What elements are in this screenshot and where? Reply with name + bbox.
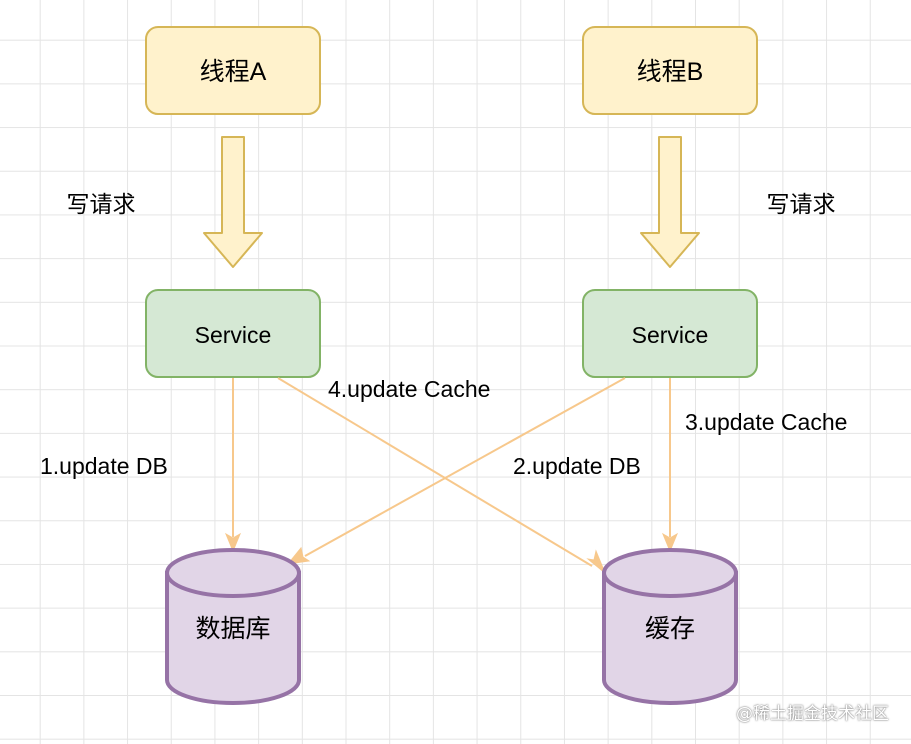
edge-4-label: 4.update Cache bbox=[328, 376, 490, 402]
edge-1-arrowhead bbox=[224, 532, 242, 553]
edge-2-line bbox=[304, 377, 626, 557]
edge-2-arrowhead bbox=[286, 546, 311, 565]
thread-b-label: 线程B bbox=[637, 58, 704, 86]
edge-2-label: 2.update DB bbox=[513, 453, 641, 479]
database-cylinder[interactable]: 数据库 bbox=[165, 548, 301, 705]
thread-b-down-arrow bbox=[640, 136, 700, 268]
service-b-node[interactable]: Service bbox=[582, 289, 758, 378]
edge-4-line bbox=[277, 377, 593, 567]
service-a-node[interactable]: Service bbox=[145, 289, 321, 378]
thread-a-down-arrow bbox=[203, 136, 263, 268]
database-label: 数据库 bbox=[195, 615, 270, 643]
service-a-label: Service bbox=[195, 322, 272, 348]
write-request-label-a: 写请求 bbox=[67, 191, 136, 217]
thread-a-node[interactable]: 线程A bbox=[145, 26, 321, 115]
write-request-label-b: 写请求 bbox=[767, 191, 836, 217]
edge-1-label: 1.update DB bbox=[40, 453, 168, 479]
cache-label: 缓存 bbox=[645, 615, 695, 643]
cache-cylinder[interactable]: 缓存 bbox=[602, 548, 738, 705]
service-b-label: Service bbox=[632, 322, 709, 348]
thread-b-node[interactable]: 线程B bbox=[582, 26, 758, 115]
edge-4-arrowhead bbox=[586, 549, 606, 574]
edge-3-arrowhead bbox=[661, 532, 679, 553]
watermark: @稀土掘金技术社区 bbox=[736, 704, 889, 724]
thread-a-label: 线程A bbox=[200, 58, 267, 86]
edge-3-label: 3.update Cache bbox=[685, 409, 847, 435]
